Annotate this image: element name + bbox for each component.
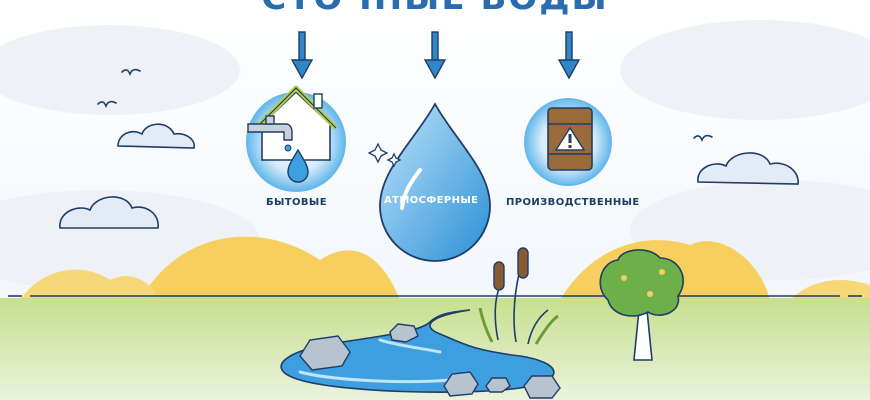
tree-icon	[599, 249, 684, 361]
sparkle-icon	[367, 142, 402, 168]
cloud-icon	[59, 123, 799, 229]
mist	[0, 25, 240, 115]
stone-icon	[299, 323, 561, 399]
arrow-down-icon	[557, 31, 581, 80]
water-drop-icon	[287, 148, 309, 183]
hill	[140, 236, 400, 300]
barrel-warning-icon	[524, 98, 612, 186]
category-atmospheric-label: АТМОСФЕРНЫЕ	[384, 195, 479, 206]
arrow-down-icon	[290, 31, 314, 80]
cattail-icon	[478, 247, 559, 345]
bird-icon	[97, 68, 713, 143]
category-industrial-label: ПРОИЗВОДСТВЕННЫЕ	[506, 197, 640, 208]
page-title: СТОЧНЫЕ ВОДЫ	[0, 0, 870, 18]
house-tap-icon	[246, 85, 346, 192]
water-drop-icon	[379, 102, 491, 262]
category-household-label: БЫТОВЫЕ	[266, 197, 327, 208]
arrow-down-icon	[423, 31, 447, 80]
